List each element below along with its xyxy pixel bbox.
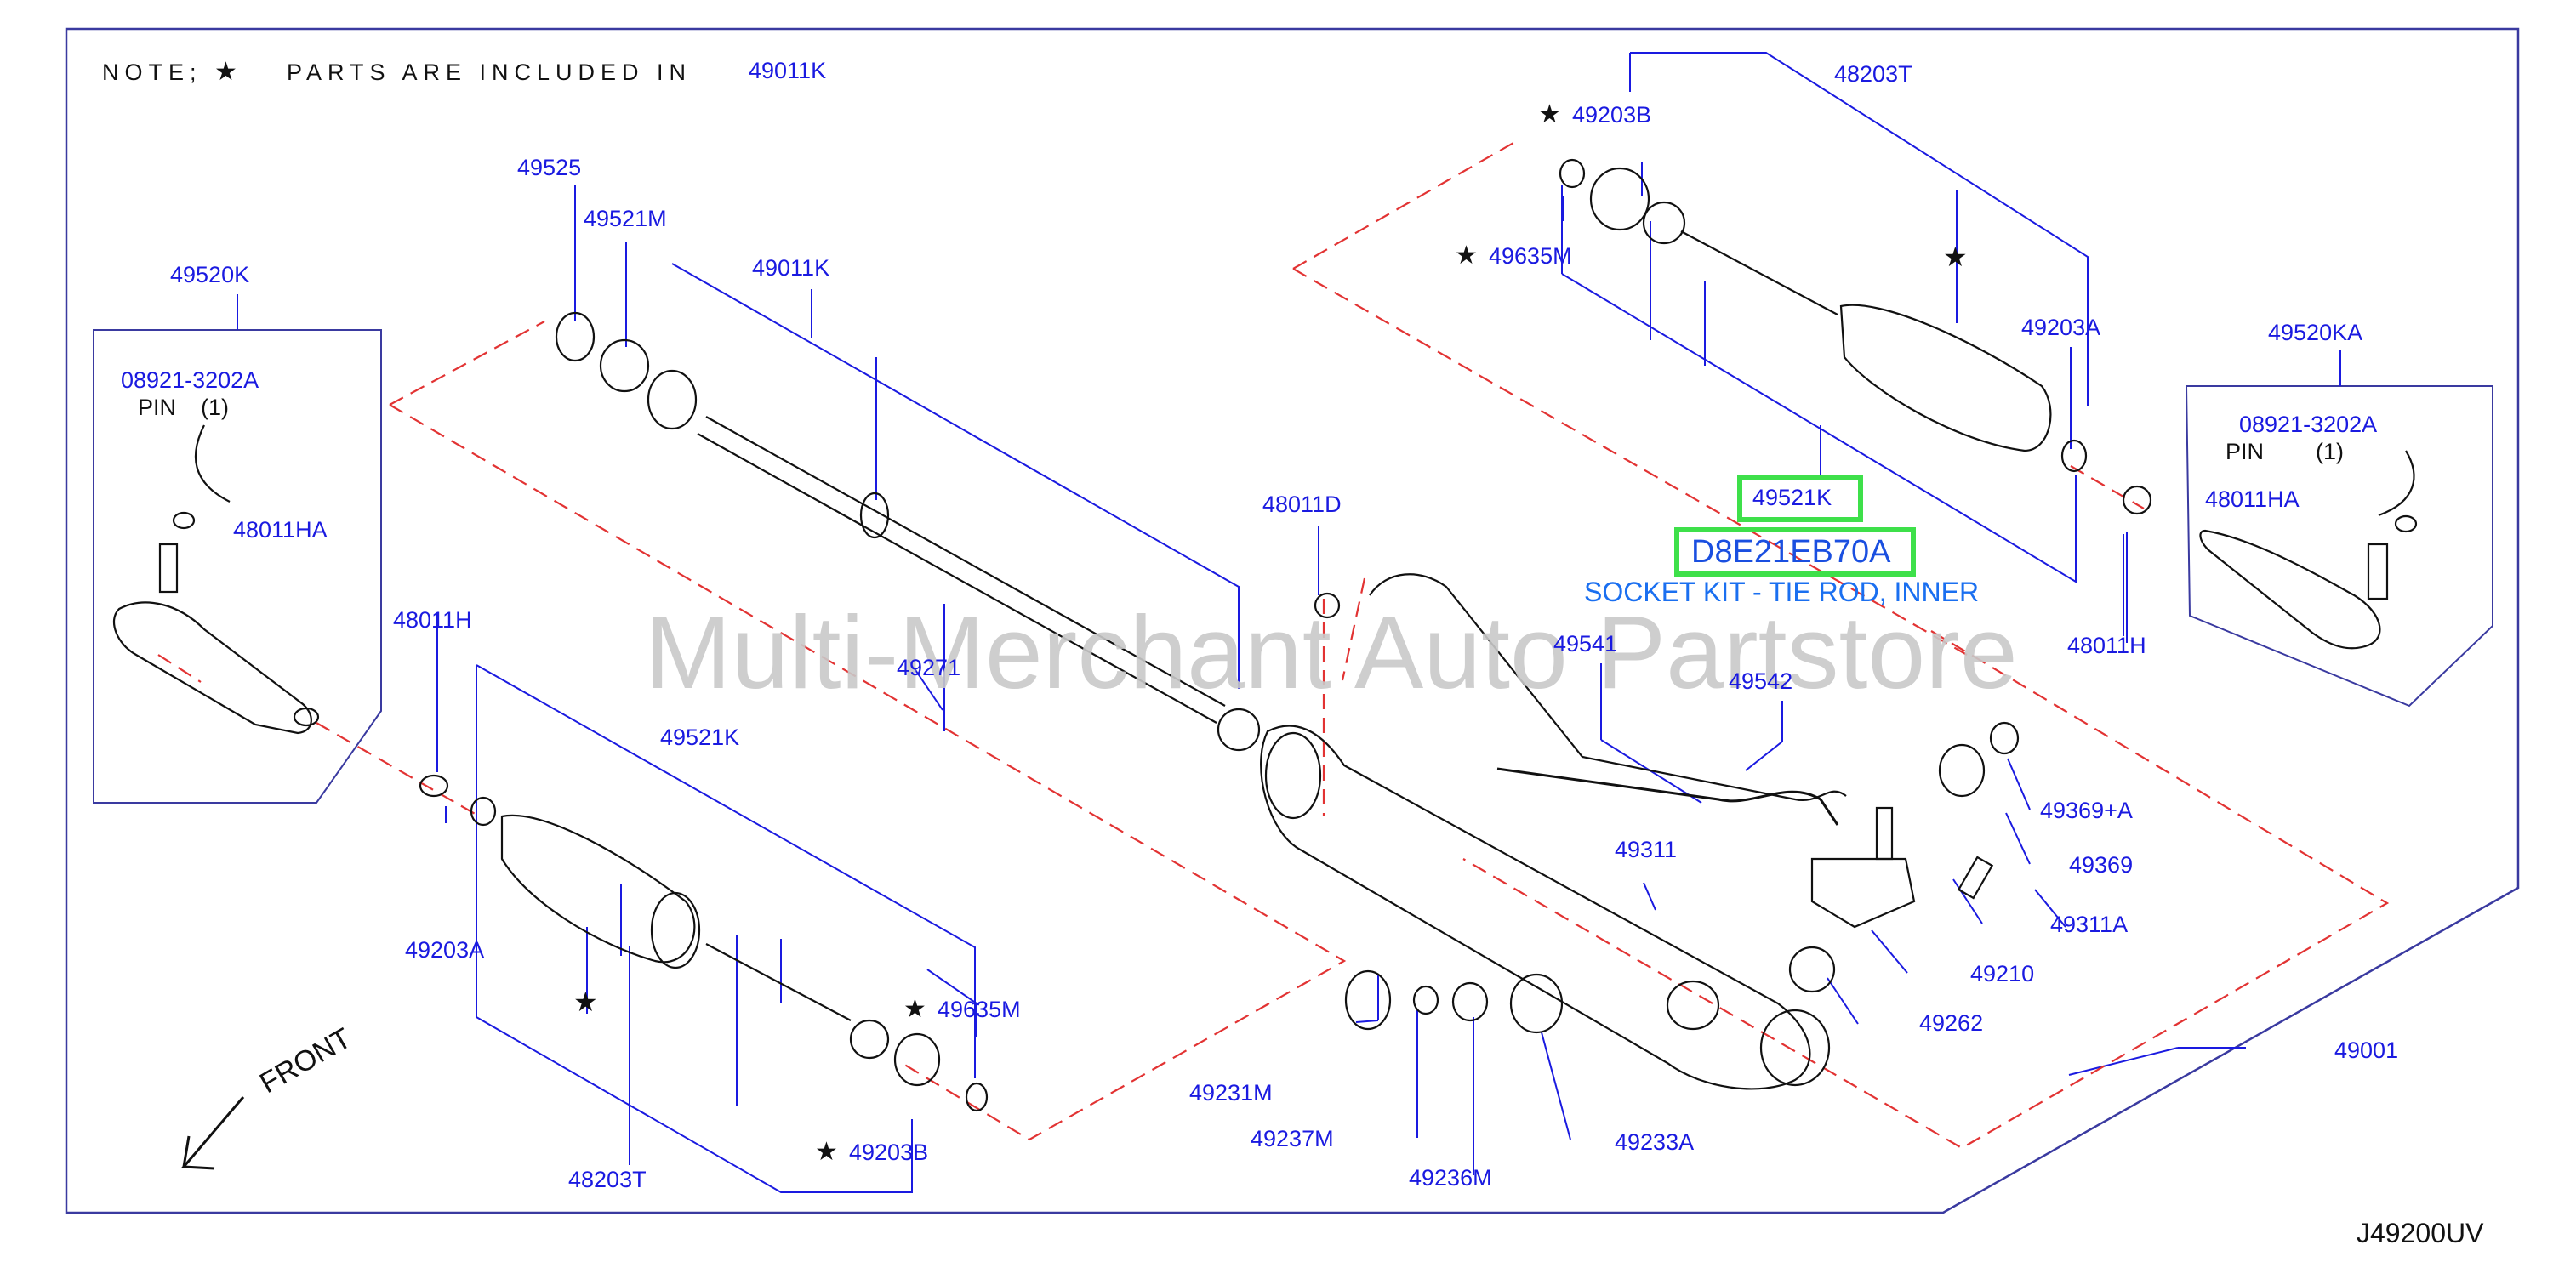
- part-link-08921-3202A-right[interactable]: 08921-3202A: [2239, 412, 2378, 437]
- pinion-valve: [1810, 857, 1916, 929]
- selected-part-code[interactable]: D8E21EB70A: [1691, 534, 1891, 570]
- part-link-49203A-left[interactable]: 49203A: [405, 937, 485, 963]
- selected-part-highlight: [1737, 475, 1863, 522]
- part-link-49311[interactable]: 49311: [1615, 837, 1678, 862]
- part-link-49231M[interactable]: 49231M: [1189, 1080, 1273, 1106]
- part-link-49521K-left[interactable]: 49521K: [660, 725, 740, 750]
- gear-housing: [1260, 725, 1811, 1090]
- note-prefix: NOTE;: [102, 60, 202, 85]
- part-link-49203A-right[interactable]: 49203A: [2021, 315, 2101, 340]
- right-boot: [1839, 304, 2052, 452]
- part-link-49521M[interactable]: 49521M: [584, 206, 667, 231]
- left-boot: [500, 814, 696, 964]
- right-tie-rod-end-box: [2185, 385, 2493, 708]
- part-link-48011H-right[interactable]: 48011H: [2067, 633, 2146, 658]
- right-tie-rod-end: [2199, 529, 2381, 650]
- part-link-08921-3202A-left[interactable]: 08921-3202A: [121, 367, 259, 393]
- part-link-49369+A[interactable]: 49369+A: [2040, 798, 2133, 823]
- part-link-49520KA[interactable]: 49520KA: [2268, 320, 2363, 345]
- part-link-49541[interactable]: 49541: [1553, 631, 1618, 657]
- selected-part-description: SOCKET KIT - TIE ROD, INNER: [1584, 577, 1980, 607]
- left-tie-rod-end-box: [93, 329, 382, 804]
- selected-code-highlight: [1674, 527, 1916, 577]
- part-link-49203B-right[interactable]: 49203B: [1572, 102, 1652, 128]
- outer-frame: [65, 27, 2520, 1214]
- part-link-49001[interactable]: 49001: [2334, 1037, 2399, 1063]
- pin-qty-right: (1): [2316, 439, 2344, 464]
- part-link-49011K[interactable]: 49011K: [752, 255, 830, 281]
- front-arrow: [180, 1096, 245, 1170]
- part-link-49262[interactable]: 49262: [1919, 1010, 1984, 1036]
- parts-note: NOTE; ★ PARTS ARE INCLUDED IN: [102, 60, 692, 85]
- part-link-48011HA-left[interactable]: 48011HA: [233, 517, 328, 543]
- part-link-49542[interactable]: 49542: [1729, 668, 1793, 694]
- part-link-49635M-left[interactable]: 49635M: [938, 997, 1021, 1022]
- part-link-49311A[interactable]: 49311A: [2050, 912, 2129, 937]
- star-icon-49203B-left: ★: [815, 1138, 838, 1166]
- part-link-49520K[interactable]: 49520K: [170, 262, 250, 287]
- star-icon-right-boot: ★: [1943, 242, 1968, 272]
- part-link-49369[interactable]: 49369: [2069, 852, 2134, 878]
- part-link-48011H-left[interactable]: 48011H: [393, 607, 472, 633]
- note-star-icon: ★: [214, 58, 237, 86]
- part-link-48011D[interactable]: 48011D: [1262, 492, 1342, 517]
- part-link-49525[interactable]: 49525: [517, 155, 582, 180]
- left-tie-rod-end: [112, 601, 312, 735]
- star-icon-left-boot: ★: [573, 986, 598, 1017]
- part-link-49635M-right[interactable]: 49635M: [1489, 243, 1572, 269]
- star-icon-49635M-right: ★: [1455, 242, 1478, 270]
- pin-label-left: PIN: [138, 395, 177, 420]
- selected-part-link[interactable]: 49521K: [1752, 485, 1832, 510]
- watermark: Multi-Merchant Auto Partstore: [645, 594, 2018, 710]
- part-link-48203T-left[interactable]: 48203T: [568, 1167, 647, 1192]
- diagram-code: J49200UV: [2357, 1218, 2484, 1248]
- note-ref-part-link[interactable]: 49011K: [749, 58, 827, 83]
- pin-label-right: PIN: [2226, 439, 2265, 464]
- pin-qty-left: (1): [201, 395, 229, 420]
- star-icon-49635M-left: ★: [903, 995, 926, 1023]
- part-link-49271[interactable]: 49271: [897, 655, 961, 680]
- part-link-48203T-right[interactable]: 48203T: [1834, 61, 1912, 87]
- part-link-49203B-left[interactable]: 49203B: [849, 1140, 929, 1165]
- star-icon-49203B-right: ★: [1538, 100, 1561, 128]
- note-text: PARTS ARE INCLUDED IN: [286, 60, 692, 85]
- part-link-49237M[interactable]: 49237M: [1251, 1126, 1334, 1151]
- part-link-49233A[interactable]: 49233A: [1615, 1129, 1695, 1155]
- part-link-49210[interactable]: 49210: [1970, 961, 2035, 986]
- part-link-49236M[interactable]: 49236M: [1409, 1165, 1492, 1191]
- part-link-48011HA-right[interactable]: 48011HA: [2205, 486, 2300, 512]
